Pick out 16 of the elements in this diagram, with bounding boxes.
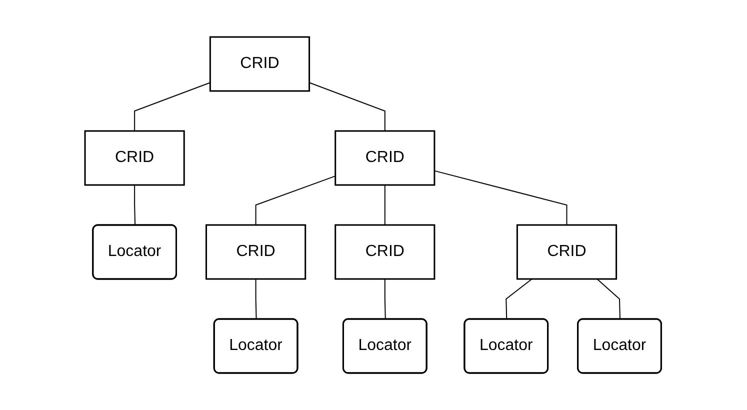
connector <box>434 170 568 226</box>
node-box: CRID <box>335 224 436 280</box>
connector <box>384 278 386 320</box>
connector <box>506 278 533 320</box>
node-box: CRID <box>84 130 186 186</box>
connector <box>596 278 621 320</box>
node-box: CRID <box>206 224 306 280</box>
node-box: CRID <box>516 224 618 280</box>
connector <box>256 278 258 320</box>
connector <box>309 82 386 132</box>
connector <box>134 184 136 226</box>
node-box: CRID <box>210 36 310 92</box>
connector <box>134 82 212 132</box>
connector <box>256 176 336 226</box>
node-box: CRID <box>335 130 436 186</box>
connector <box>384 184 386 226</box>
